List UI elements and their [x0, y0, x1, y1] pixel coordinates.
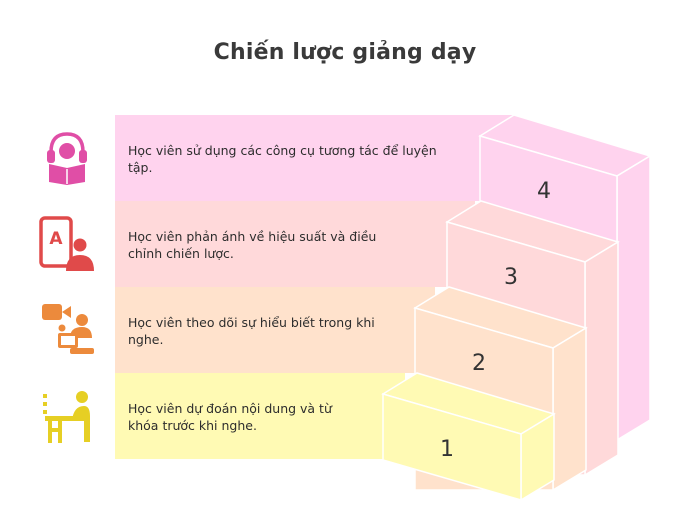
- band-3: [115, 201, 475, 287]
- step-number-1: 1: [440, 437, 454, 462]
- band-4: [115, 115, 515, 201]
- band-2: [115, 287, 435, 373]
- step-number-3: 3: [504, 265, 518, 290]
- svg-text:A: A: [49, 229, 63, 249]
- step-number-4: 4: [537, 179, 551, 204]
- quiz-answer-icon: A: [39, 216, 94, 271]
- headphones-book-icon: [47, 132, 87, 185]
- band-1: [115, 373, 405, 459]
- student-desk-icon: [43, 391, 90, 443]
- step-4-text: Học viên sử dụng các công cụ tương tác đ…: [128, 143, 437, 175]
- step-2-text: Học viên theo dõi sự hiểu biết trong khi…: [128, 315, 375, 347]
- step-3-text: Học viên phản ánh về hiệu suất và điều c…: [128, 229, 377, 261]
- step-number-2: 2: [472, 351, 486, 376]
- video-call-learner-icon: [42, 304, 94, 354]
- step-block-1: [381, 372, 556, 502]
- diagram-title: Chiến lược giảng dạy: [213, 40, 477, 65]
- step-1-text: Học viên dự đoán nội dung và từ khóa trư…: [128, 401, 332, 433]
